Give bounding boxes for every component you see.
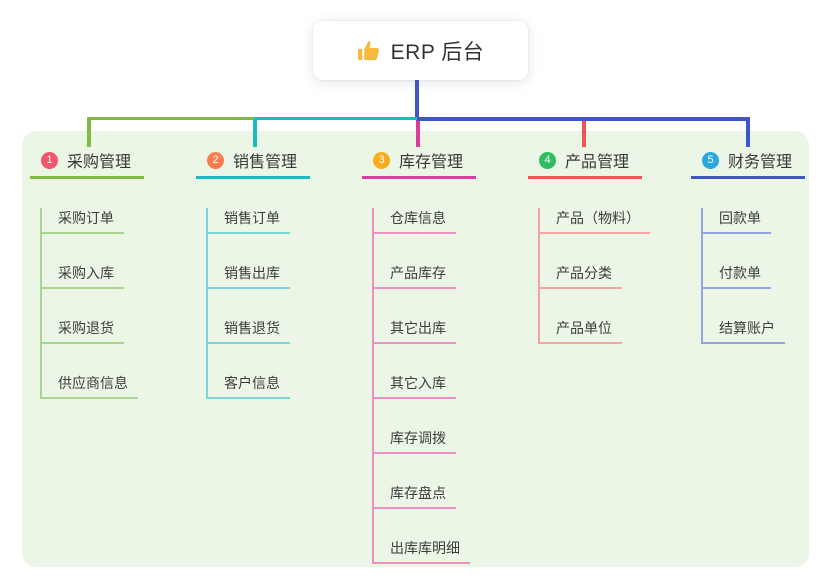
branch-title-node[interactable]: 2 销售管理	[196, 147, 310, 179]
topic-item[interactable]: 产品库存	[374, 263, 456, 289]
topic-item[interactable]: 结算账户	[703, 318, 785, 344]
branch-connector-drop	[746, 117, 750, 147]
branch-title-label: 销售管理	[233, 154, 298, 171]
topic-item[interactable]: 付款单	[703, 263, 771, 289]
branch-title-node[interactable]: 4 产品管理	[528, 147, 642, 179]
branch-title-label: 财务管理	[728, 154, 793, 171]
branch-title-node[interactable]: 1 采购管理	[30, 147, 144, 179]
branch-title-label: 采购管理	[67, 154, 132, 171]
topic-item[interactable]: 客户信息	[208, 373, 290, 399]
topic-item[interactable]: 采购入库	[42, 263, 124, 289]
branch-items-group: 回款单付款单结算账户	[701, 208, 805, 344]
branch-title-node[interactable]: 3 库存管理	[362, 147, 476, 179]
topic-item[interactable]: 产品（物料）	[540, 208, 650, 234]
topic-item[interactable]: 产品单位	[540, 318, 622, 344]
branch-3: 3 库存管理 仓库信息产品库存其它出库其它入库库存调拨库存盘点出库库明细	[362, 147, 476, 564]
topic-item[interactable]: 销售出库	[208, 263, 290, 289]
connector-horizontal-line	[417, 117, 750, 121]
topic-item[interactable]: 产品分类	[540, 263, 622, 289]
branch-connector-drop	[415, 117, 420, 147]
root-connector-line	[415, 80, 419, 118]
branch-items-group: 仓库信息产品库存其它出库其它入库库存调拨库存盘点出库库明细	[372, 208, 476, 564]
topic-item[interactable]: 销售订单	[208, 208, 290, 234]
connector-horizontal-line	[254, 117, 417, 120]
branches-panel	[22, 131, 809, 567]
topic-item[interactable]: 采购订单	[42, 208, 124, 234]
branch-items-group: 销售订单销售出库销售退货客户信息	[206, 208, 310, 399]
topic-item[interactable]: 采购退货	[42, 318, 124, 344]
branch-connector-drop	[252, 117, 257, 147]
topic-item[interactable]: 其它入库	[374, 373, 456, 399]
root-topic-node[interactable]: ERP 后台	[313, 21, 528, 80]
branch-number-badge: 2	[207, 151, 224, 169]
topic-item[interactable]: 其它出库	[374, 318, 456, 344]
branch-items-group: 采购订单采购入库采购退货供应商信息	[40, 208, 144, 399]
branch-number-badge: 1	[41, 151, 58, 169]
topic-item[interactable]: 出库库明细	[374, 538, 470, 564]
branch-items-group: 产品（物料） 产品分类产品单位	[538, 208, 650, 344]
branch-number-badge: 4	[539, 151, 556, 169]
branch-4: 4 产品管理 产品（物料） 产品分类产品单位	[528, 147, 650, 344]
thumbs-up-icon	[357, 40, 379, 60]
topic-item[interactable]: 库存调拨	[374, 428, 456, 454]
topic-item[interactable]: 销售退货	[208, 318, 290, 344]
topic-item[interactable]: 库存盘点	[374, 483, 456, 509]
branch-title-node[interactable]: 5 财务管理	[691, 147, 805, 179]
branch-title-label: 产品管理	[565, 154, 630, 171]
branch-title-label: 库存管理	[399, 154, 464, 171]
topic-item[interactable]: 供应商信息	[42, 373, 138, 399]
connector-horizontal-line	[87, 117, 254, 120]
branch-5: 5 财务管理 回款单付款单结算账户	[691, 147, 805, 344]
branch-connector-drop	[86, 117, 91, 147]
branch-1: 1 采购管理 采购订单采购入库采购退货供应商信息	[30, 147, 144, 399]
branch-2: 2 销售管理 销售订单销售出库销售退货客户信息	[196, 147, 310, 399]
branch-number-badge: 5	[702, 151, 719, 169]
root-topic-label: ERP 后台	[390, 40, 485, 64]
branch-connector-drop	[582, 117, 586, 147]
branch-number-badge: 3	[373, 151, 390, 169]
topic-item[interactable]: 回款单	[703, 208, 771, 234]
topic-item[interactable]: 仓库信息	[374, 208, 456, 234]
